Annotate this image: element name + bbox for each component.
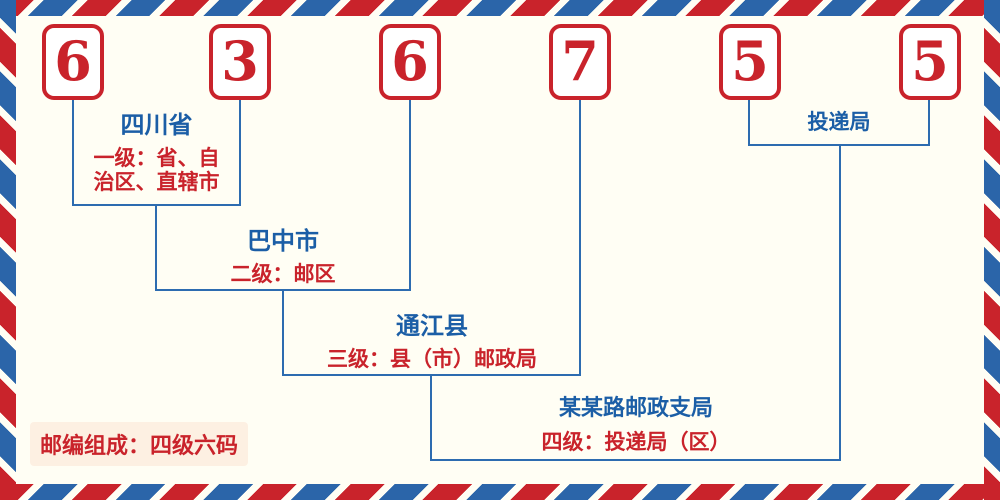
connector-digit1-drop: [72, 100, 74, 206]
delivery-office-label: 投递局: [807, 110, 871, 134]
level2-desc: 二级：邮区: [230, 262, 336, 286]
connector-delivery-bottom: [748, 144, 930, 146]
level4-name: 某某路邮政支局: [558, 396, 713, 421]
connector-level1-mid-drop: [155, 204, 157, 291]
airmail-border-top: [0, 0, 1000, 16]
connector-delivery-mid-drop: [839, 144, 841, 461]
level2-name: 巴中市: [247, 227, 319, 255]
level1-desc: 一级：省、自治区、直辖市: [93, 146, 220, 194]
postal-digit-6: 5: [899, 24, 961, 100]
level1-label: 四川省 一级：省、自治区、直辖市: [72, 110, 241, 194]
postal-digit-4: 7: [549, 24, 611, 100]
postal-digit-1: 6: [42, 24, 104, 100]
level4-desc: 四级：投递局（区）: [541, 430, 731, 454]
level2-label: 巴中市 二级：邮区: [193, 226, 373, 286]
composition-label: 邮编组成：四级六码: [30, 422, 249, 466]
connector-digit4-drop: [579, 100, 581, 376]
level3-label: 通江县 三级：县（市）邮政局: [307, 311, 557, 371]
connector-digit5-drop: [748, 100, 750, 146]
postal-digit-5: 5: [719, 24, 781, 100]
connector-level2-mid-drop: [282, 289, 284, 376]
level3-desc: 三级：县（市）邮政局: [327, 347, 537, 371]
postal-digit-3: 6: [379, 24, 441, 100]
connector-level4-bottom: [430, 459, 841, 461]
airmail-border-right: [984, 0, 1000, 500]
connector-digit3-drop: [409, 100, 411, 291]
level1-name: 四川省: [120, 111, 193, 139]
level4-label: 某某路邮政支局 四级：投递局（区）: [511, 394, 761, 454]
connector-digit2-drop: [239, 100, 241, 206]
postal-digit-2: 3: [209, 24, 271, 100]
airmail-border-bottom: [0, 484, 1000, 500]
connector-digit6-drop: [928, 100, 930, 146]
airmail-border-left: [0, 0, 16, 500]
connector-level3-mid-drop: [430, 374, 432, 461]
level3-name: 通江县: [396, 312, 468, 340]
